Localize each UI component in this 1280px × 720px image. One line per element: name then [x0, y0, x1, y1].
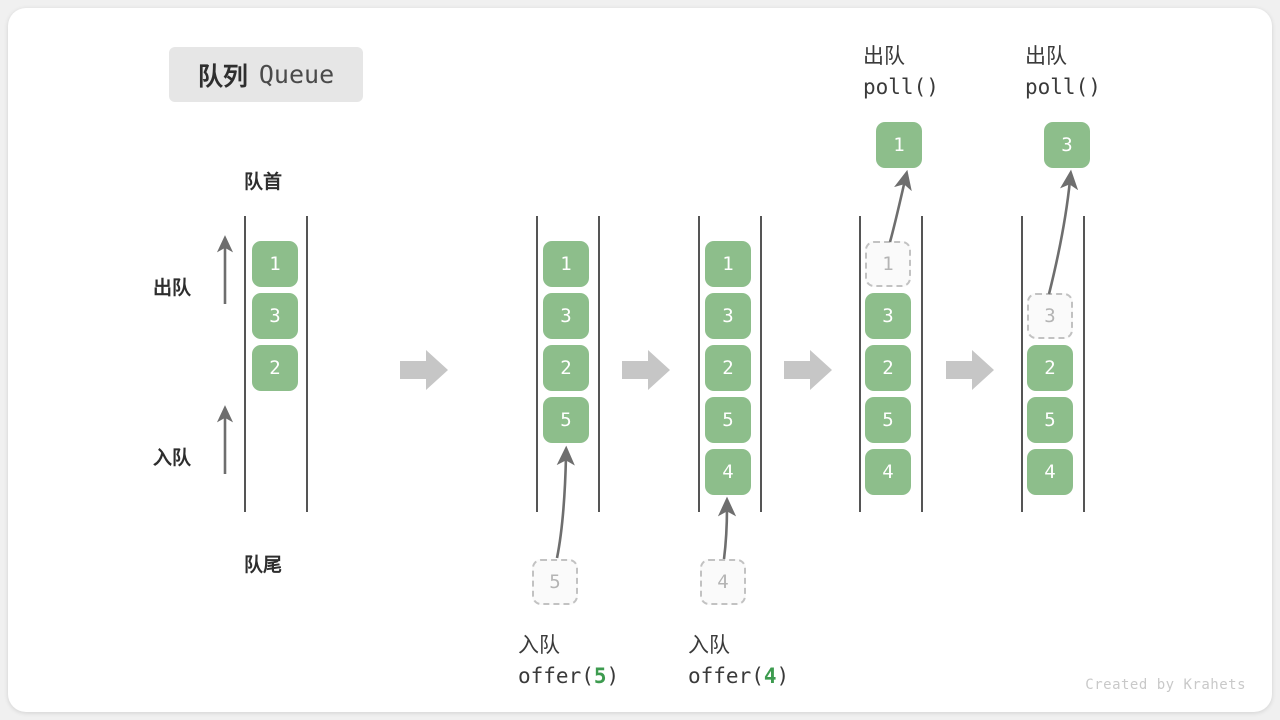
stage-top-label-cn: 出队	[1025, 45, 1067, 68]
watermark-credit: Created by Krahets	[1085, 677, 1246, 693]
queue-cell: 5	[705, 397, 751, 443]
dequeue-direction-label: 出队	[153, 278, 192, 299]
queue-cell: 4	[865, 449, 911, 495]
rail-left	[698, 216, 700, 512]
code-suffix: )	[776, 664, 790, 688]
code-arg: 5	[593, 664, 607, 688]
queue-cell: 1	[705, 241, 751, 287]
transition-arrow-icon	[946, 350, 994, 390]
title-cn: 队列	[197, 62, 248, 91]
queue-cell: 3	[543, 293, 589, 339]
stage-top-label-cn: 出队	[863, 45, 905, 68]
queue-cell: 5	[1027, 397, 1073, 443]
title-en: Queue	[258, 60, 335, 89]
stage-caption-code: offer(5)	[518, 664, 619, 688]
code-prefix: offer(	[518, 664, 594, 688]
rail-right	[921, 216, 923, 512]
enqueue-arrow-icon	[555, 445, 575, 559]
queue-rear-label: 队尾	[244, 555, 283, 576]
queue-cell: 5	[865, 397, 911, 443]
queue-cell: 2	[543, 345, 589, 391]
queue-cell: 2	[1027, 345, 1073, 391]
queue-cell: 3	[865, 293, 911, 339]
enqueue-direction-arrow-icon	[216, 405, 234, 474]
rail-right	[760, 216, 762, 512]
diagram-canvas: 队列 Queue 队首 队尾 出队 入队 1 3 2	[8, 8, 1272, 712]
queue-cell: 3	[705, 293, 751, 339]
queue-cell-new: 4	[705, 449, 751, 495]
rail-right	[306, 216, 308, 512]
queue-cell-removed-ghost: 3	[1027, 293, 1073, 339]
queue-front-label: 队首	[244, 172, 283, 193]
rail-left	[536, 216, 538, 512]
code-suffix: )	[606, 664, 620, 688]
transition-arrow-icon	[400, 350, 448, 390]
dequeue-direction-arrow-icon	[216, 235, 234, 304]
stage-caption-cn: 入队	[688, 634, 730, 657]
queue-cell-removed-ghost: 1	[865, 241, 911, 287]
dequeue-arrow-icon	[888, 169, 912, 243]
transition-arrow-icon	[784, 350, 832, 390]
stage-caption-code: offer(4)	[688, 664, 789, 688]
stage-caption-cn: 入队	[518, 634, 560, 657]
popped-element: 1	[876, 122, 922, 168]
rail-left	[244, 216, 246, 512]
queue-cell: 2	[252, 345, 298, 391]
rail-left	[859, 216, 861, 512]
transition-arrow-icon	[622, 350, 670, 390]
popped-element: 3	[1044, 122, 1090, 168]
rail-left	[1021, 216, 1023, 512]
queue-cell: 1	[543, 241, 589, 287]
code-arg: 4	[763, 664, 777, 688]
rail-right	[1083, 216, 1085, 512]
dequeue-arrow-icon	[1047, 169, 1079, 295]
stage-top-label-code: poll()	[1025, 75, 1101, 99]
rail-right	[598, 216, 600, 512]
code-prefix: offer(	[688, 664, 764, 688]
enqueue-direction-label: 入队	[153, 448, 192, 469]
enqueue-arrow-icon	[717, 496, 737, 560]
incoming-element-ghost: 4	[700, 559, 746, 605]
queue-cell-new: 5	[543, 397, 589, 443]
queue-cell: 2	[705, 345, 751, 391]
queue-cell: 1	[252, 241, 298, 287]
queue-cell: 4	[1027, 449, 1073, 495]
diagram-title-badge: 队列 Queue	[169, 47, 363, 102]
incoming-element-ghost: 5	[532, 559, 578, 605]
stage-top-label-code: poll()	[863, 75, 939, 99]
queue-cell: 2	[865, 345, 911, 391]
queue-cell: 3	[252, 293, 298, 339]
